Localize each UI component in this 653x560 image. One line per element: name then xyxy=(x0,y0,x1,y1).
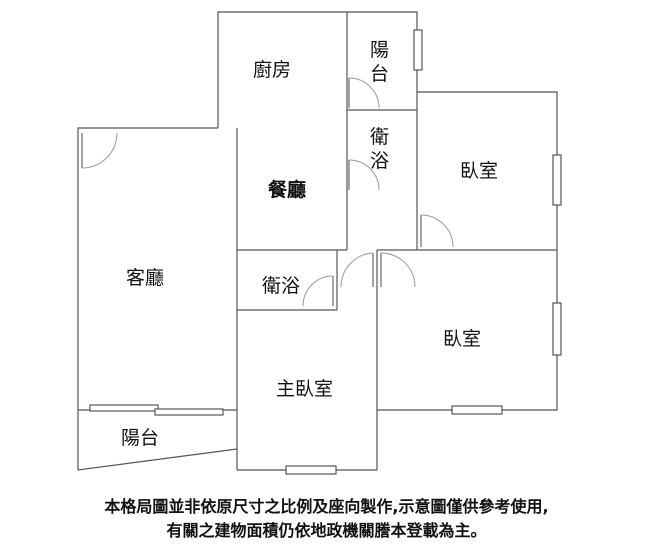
room-label-bedroom-right: 臥室 xyxy=(460,160,498,182)
room-label-bathroom-top-1: 衛 xyxy=(370,126,389,148)
window-bedroom-right xyxy=(552,154,562,206)
room-label-bathroom-mid: 衛浴 xyxy=(262,275,300,297)
doors xyxy=(81,77,454,307)
room-label-balcony-top-1: 陽 xyxy=(370,39,389,61)
room-label-kitchen: 廚房 xyxy=(253,58,291,81)
room-label-living-room: 客廳 xyxy=(126,267,164,289)
room-label-bathroom-top-2: 浴 xyxy=(370,150,389,172)
windows xyxy=(89,29,562,475)
room-label-balcony-top-2: 台 xyxy=(370,63,389,85)
room-label-master-bedroom: 主臥室 xyxy=(276,378,333,400)
window-master-bottom xyxy=(285,465,337,475)
room-label-balcony-bottom: 陽台 xyxy=(121,427,159,449)
window-bedroom-lower-bottom xyxy=(451,405,503,415)
disclaimer-line-2: 有關之建物面積仍依地政機關謄本登載為主。 xyxy=(166,521,487,540)
window-living-balcony-b xyxy=(154,408,224,416)
disclaimer-line-1: 本格局圖並非依原尺寸之比例及座向製作,示意圖僅供參考使用, xyxy=(104,497,549,516)
floor-plan: 廚房 陽 台 衛 浴 餐廳 臥室 客廳 衛浴 臥室 主臥室 陽台 xyxy=(77,11,562,475)
room-label-dining: 餐廳 xyxy=(268,178,306,201)
window-bedroom-lower-right xyxy=(552,302,562,356)
room-label-bedroom-lower-right: 臥室 xyxy=(443,328,481,350)
window-living-balcony-a xyxy=(89,404,159,412)
walls xyxy=(77,11,558,471)
window-balcony-top xyxy=(413,29,423,71)
